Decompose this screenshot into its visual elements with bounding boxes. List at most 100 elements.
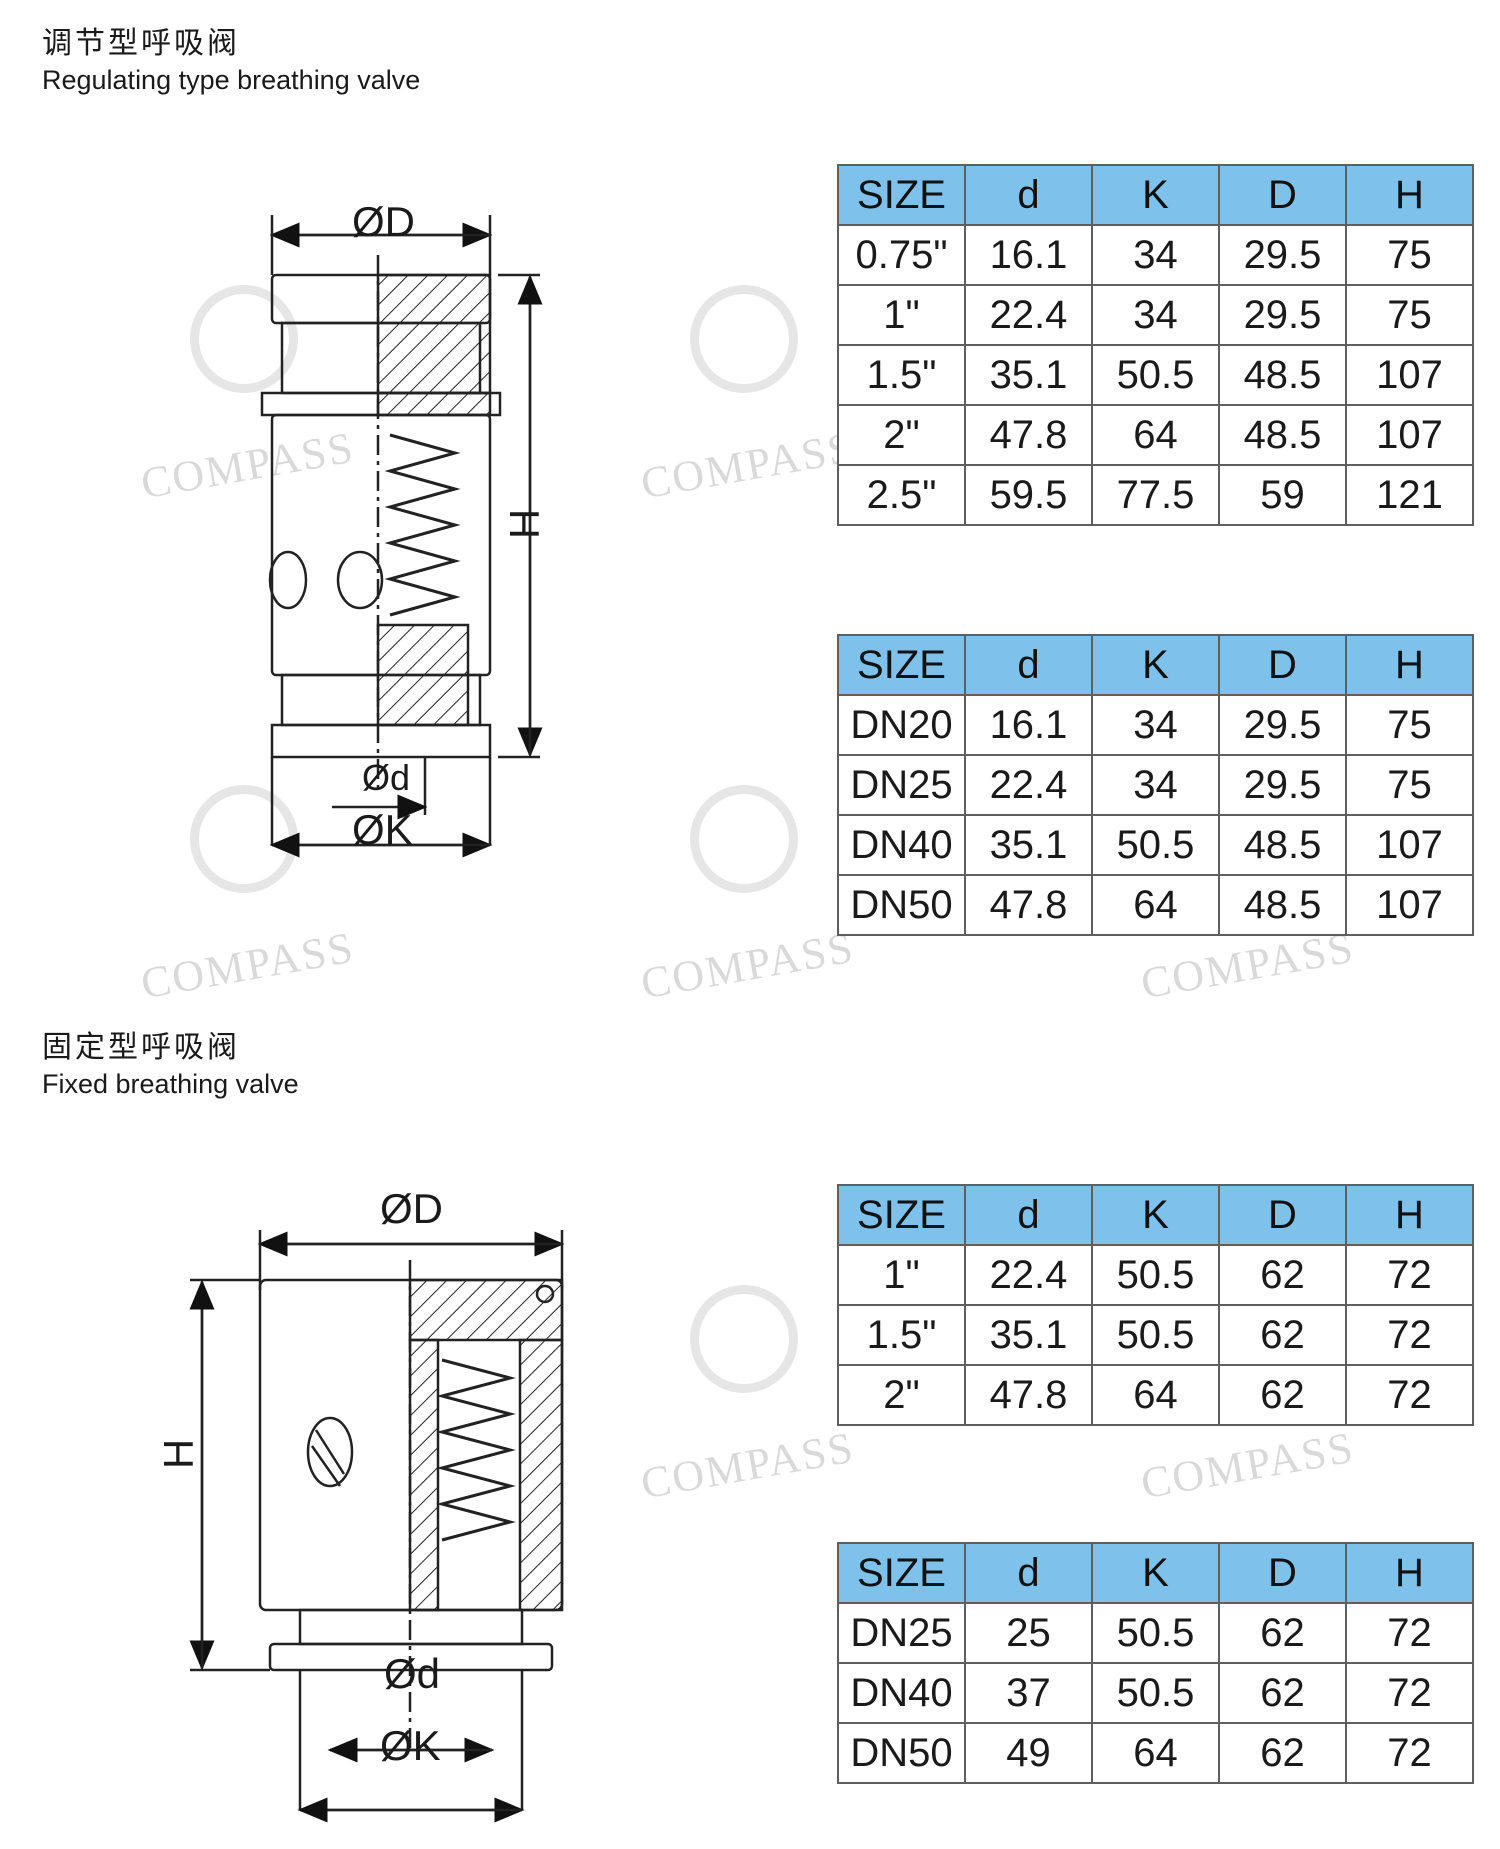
cell: 72 xyxy=(1345,1662,1474,1724)
cell: 64 xyxy=(1091,404,1220,466)
dim-label-inner-diameter: Ød xyxy=(362,757,411,798)
cell: 47.8 xyxy=(964,874,1093,936)
cell: 107 xyxy=(1345,344,1474,406)
watermark-text: COMPASS xyxy=(637,422,859,509)
fixed-valve-drawing xyxy=(189,1230,565,1823)
cell: 37 xyxy=(964,1662,1093,1724)
cell: 59.5 xyxy=(964,464,1093,526)
header-dd: D xyxy=(1218,1542,1347,1604)
header-d: d xyxy=(964,634,1093,696)
cell: 50.5 xyxy=(1091,814,1220,876)
cell: 1.5" xyxy=(837,1304,966,1366)
section-regulating-title: 调节型呼吸阀 Regulating type breathing valve xyxy=(42,26,420,96)
header-dd: D xyxy=(1218,1184,1347,1246)
dim-label-clamp-diameter: ØK xyxy=(380,1722,441,1769)
cell: 16.1 xyxy=(964,224,1093,286)
cell: 29.5 xyxy=(1218,224,1347,286)
dim-label-clamp-diameter: ØK xyxy=(352,806,413,853)
cell: 107 xyxy=(1345,814,1474,876)
table-row: 2" 47.8 64 48.5 107 xyxy=(837,404,1474,466)
cell: 62 xyxy=(1218,1244,1347,1306)
header-size: SIZE xyxy=(837,164,966,226)
watermark-logo-icon xyxy=(690,1285,798,1393)
dim-label-outer-diameter: ØD xyxy=(352,198,415,245)
header-dd: D xyxy=(1218,634,1347,696)
watermark-logo-icon xyxy=(690,785,798,893)
dim-label-inner-diameter: Ød xyxy=(384,1650,441,1697)
cell: 47.8 xyxy=(964,404,1093,466)
cell: 77.5 xyxy=(1091,464,1220,526)
regulating-valve-drawing xyxy=(260,215,543,858)
cell: 48.5 xyxy=(1218,874,1347,936)
cell: 121 xyxy=(1345,464,1474,526)
cell: DN20 xyxy=(837,694,966,756)
cell: 49 xyxy=(964,1722,1093,1784)
dim-label-outer-diameter: ØD xyxy=(380,1185,443,1232)
cell: 34 xyxy=(1091,754,1220,816)
header-dd: D xyxy=(1218,164,1347,226)
spec-table-dn: SIZE d K D H DN20 16.1 34 29.5 75 DN25 2… xyxy=(837,634,1474,936)
cell: 1" xyxy=(837,284,966,346)
spec-table-inch: SIZE d K D H 0.75" 16.1 34 29.5 75 1" 22… xyxy=(837,164,1474,526)
cell: 75 xyxy=(1345,224,1474,286)
cell: 75 xyxy=(1345,694,1474,756)
header-size: SIZE xyxy=(837,1184,966,1246)
cell: 72 xyxy=(1345,1602,1474,1664)
cell: 107 xyxy=(1345,874,1474,936)
cell: 75 xyxy=(1345,284,1474,346)
header-h: H xyxy=(1345,1542,1474,1604)
cell: DN50 xyxy=(837,1722,966,1784)
dim-label-height: H xyxy=(155,1438,203,1470)
cell: 22.4 xyxy=(964,1244,1093,1306)
cell: 35.1 xyxy=(964,344,1093,406)
cell: 35.1 xyxy=(964,814,1093,876)
cell: DN40 xyxy=(837,814,966,876)
table-row: DN50 47.8 64 48.5 107 xyxy=(837,874,1474,936)
cell: 107 xyxy=(1345,404,1474,466)
table-row: 1" 22.4 34 29.5 75 xyxy=(837,284,1474,346)
cell: 59 xyxy=(1218,464,1347,526)
table-row: 1.5" 35.1 50.5 48.5 107 xyxy=(837,344,1474,406)
table-row: DN50 49 64 62 72 xyxy=(837,1722,1474,1784)
cell: 72 xyxy=(1345,1364,1474,1426)
table-row: 1" 22.4 50.5 62 72 xyxy=(837,1244,1474,1306)
section-title-en: Regulating type breathing valve xyxy=(42,65,421,95)
cell: DN25 xyxy=(837,754,966,816)
watermark-logo-icon xyxy=(690,285,798,393)
cell: 75 xyxy=(1345,754,1474,816)
table-row: DN40 37 50.5 62 72 xyxy=(837,1662,1474,1724)
cell: 34 xyxy=(1091,224,1220,286)
cell: 16.1 xyxy=(964,694,1093,756)
cell: 34 xyxy=(1091,284,1220,346)
cell: 48.5 xyxy=(1218,404,1347,466)
cell: 29.5 xyxy=(1218,694,1347,756)
header-k: K xyxy=(1091,1542,1220,1604)
cell: 62 xyxy=(1218,1602,1347,1664)
section-fixed-title: 固定型呼吸阀 Fixed breathing valve xyxy=(42,1030,299,1100)
table-row: 2.5" 59.5 77.5 59 121 xyxy=(837,464,1474,526)
cell: 62 xyxy=(1218,1662,1347,1724)
cell: 62 xyxy=(1218,1722,1347,1784)
table-row: 0.75" 16.1 34 29.5 75 xyxy=(837,224,1474,286)
table-row: DN25 25 50.5 62 72 xyxy=(837,1602,1474,1664)
cell: 50.5 xyxy=(1091,1662,1220,1724)
cell: 2" xyxy=(837,404,966,466)
spec-table-dn: SIZE d K D H DN25 25 50.5 62 72 DN40 37 … xyxy=(837,1542,1474,1784)
cell: DN25 xyxy=(837,1602,966,1664)
section-title-cn: 调节型呼吸阀 xyxy=(42,26,240,61)
header-h: H xyxy=(1345,634,1474,696)
header-size: SIZE xyxy=(837,1542,966,1604)
table-row: DN20 16.1 34 29.5 75 xyxy=(837,694,1474,756)
watermark-text: COMPASS xyxy=(1137,1422,1359,1509)
header-d: d xyxy=(964,1184,1093,1246)
header-k: K xyxy=(1091,634,1220,696)
table-row: DN40 35.1 50.5 48.5 107 xyxy=(837,814,1474,876)
cell: 1" xyxy=(837,1244,966,1306)
table-row: 1.5" 35.1 50.5 62 72 xyxy=(837,1304,1474,1366)
cell: DN40 xyxy=(837,1662,966,1724)
cell: 47.8 xyxy=(964,1364,1093,1426)
cell: DN50 xyxy=(837,874,966,936)
cell: 64 xyxy=(1091,874,1220,936)
header-h: H xyxy=(1345,164,1474,226)
cell: 64 xyxy=(1091,1364,1220,1426)
